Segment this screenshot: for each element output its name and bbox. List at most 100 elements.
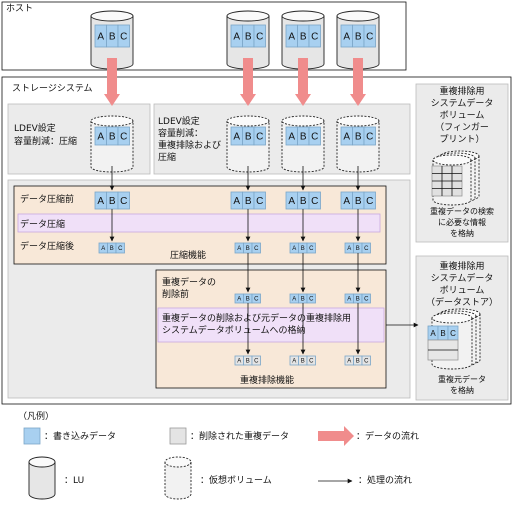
virtual-vol-1-cell-label-c: C [256,132,263,143]
legend-deleted-dup: ：削除された重複データ [190,432,290,442]
host-lu-0-cell-c [117,24,130,48]
virtual-vol-0-top [90,115,134,127]
host-lu-1-cell-label-b: B [245,32,252,43]
data-flow-arrow-0 [104,58,120,106]
ldev-right-line3: 重複排除および [158,141,222,151]
dedup-before-2-cell-label-a: A [347,297,351,303]
datastore-desc-1: を格納 [450,386,474,395]
dedup-after-0-cell-label-a: A [237,359,241,365]
fingerprint-desc-2: を格納 [450,229,474,238]
dedup-before-0-cell-label-a: A [237,297,241,303]
host-lu-0-cell-label-c: C [120,32,127,43]
host-lu-2-cell-c [308,24,321,48]
virtual-vol-1-top [226,115,270,127]
virtual-vol-3-cell-label-b: B [355,132,362,143]
dedup-after-1-cell-label-c: C [309,359,314,365]
legend-lu-icon-body [28,462,56,500]
legend-lu-icon [28,456,56,500]
compress-before-2-cell-label-b: B [300,196,307,207]
dedup-after-1-cell-label-b: B [301,359,305,365]
compress-after-0-cell-label-b: B [110,246,114,252]
compress-before-label: データ圧縮前 [20,195,75,205]
compress-after-0-cell-c [115,242,125,254]
dedup-after-0-cell-c [251,355,261,366]
storage-title: ストレージシステム [12,84,93,94]
compress-after-3-cell-c [361,242,371,254]
dedup-after-1-cell-label-a: A [292,359,296,365]
dedup-before-2-cell-c [361,293,371,304]
host-lu-2-cell-label-c: C [311,32,318,43]
legend-swatch-write [23,427,41,445]
dedup-before-2-cell-label-c: C [364,297,369,303]
datastore-top-cell-label-c: C [450,329,456,338]
datastore-title-2: ボリューム [439,286,485,296]
compress-after-2-cell-label-c: C [309,246,314,252]
legend-virtual-vol-icon-top [164,456,192,468]
legend-virtual-vol: ：仮想ボリューム [200,476,272,486]
compress-before-3-cell-label-a: A [343,196,350,207]
compress-before-3-cell-label-c: C [366,196,373,207]
compress-before-1-cell-label-c: C [256,196,263,207]
virtual-vol-1-cell-label-a: A [233,132,240,143]
fingerprint-cyl-2-top [432,154,472,166]
host-lu-3-cell-c [363,24,376,48]
compress-after-0-cell-label-a: A [101,246,105,252]
dedup-after-2-cell-label-b: B [356,359,360,365]
dedup-before-0-cell-label-b: B [246,297,250,303]
dedup-before-0-cell-c [251,293,261,304]
dedup-after-2-cell-c [361,355,371,366]
data-flow-arrow-2 [295,58,311,106]
host-lu-3-cell-label-b: B [355,32,362,43]
compress-function-label: 圧縮機能 [170,251,207,261]
compress-before-1-cell-label-a: A [233,196,240,207]
compress-after-2-cell-c [306,242,316,254]
fingerprint-title-0: 重複排除用 [439,87,485,97]
compress-before-2-cell-label-c: C [311,196,318,207]
compress-before-0-cell-label-c: C [120,196,127,207]
dedup-after-0-cell-label-c: C [254,359,259,365]
datastore-cyl-2-top [431,312,473,324]
compress-after-label: データ圧縮後 [20,242,75,252]
virtual-vol-2-cell-c [308,126,321,146]
compress-before-0-cell-label-b: B [109,196,116,207]
fingerprint-desc-1: に必要な情報 [438,218,486,227]
virtual-vol-0-cell-label-c: C [120,132,127,143]
dedup-before-1-cell-label-c: C [309,297,314,303]
host-lu-2-top [281,10,325,22]
host-lu-0-cell-label-b: B [109,32,116,43]
compress-after-3-cell-label-c: C [364,246,369,252]
ldev-right-line1: LDEV設定 [158,117,200,127]
compress-after-3-cell-label-a: A [347,246,351,252]
legend-lu: ：LU [64,476,85,486]
compress-before-0-cell-label-a: A [97,196,104,207]
fingerprint-desc-0: 重複データの検索 [430,207,494,216]
host-lu-1-cell-c [253,24,266,48]
dedup-after-2-cell-label-c: C [364,359,369,365]
dedup-after-2-cell-label-a: A [347,359,351,365]
data-flow-arrow-1 [240,58,256,106]
datastore-top-cell-label-a: A [430,329,436,338]
legend-swatch-deleted [169,427,187,445]
virtual-vol-3-cell-label-a: A [343,132,350,143]
ldev-right-line4: 圧縮 [158,153,177,163]
compress-before-0-cell-c [117,191,130,210]
fingerprint-title-1: システムデータ [430,99,494,109]
datastore-top-cell-label-b: B [440,329,445,338]
virtual-vol-3-top [336,115,380,127]
ldev-right-line2: 容量削減： [158,129,204,139]
host-lu-0-top [90,10,134,22]
legend-flow-arrow-icon [318,426,354,446]
compress-after-2-cell-label-b: B [301,246,305,252]
dedup-before-1-cell-c [306,293,316,304]
legend-virtual-vol-icon-body [164,462,192,500]
